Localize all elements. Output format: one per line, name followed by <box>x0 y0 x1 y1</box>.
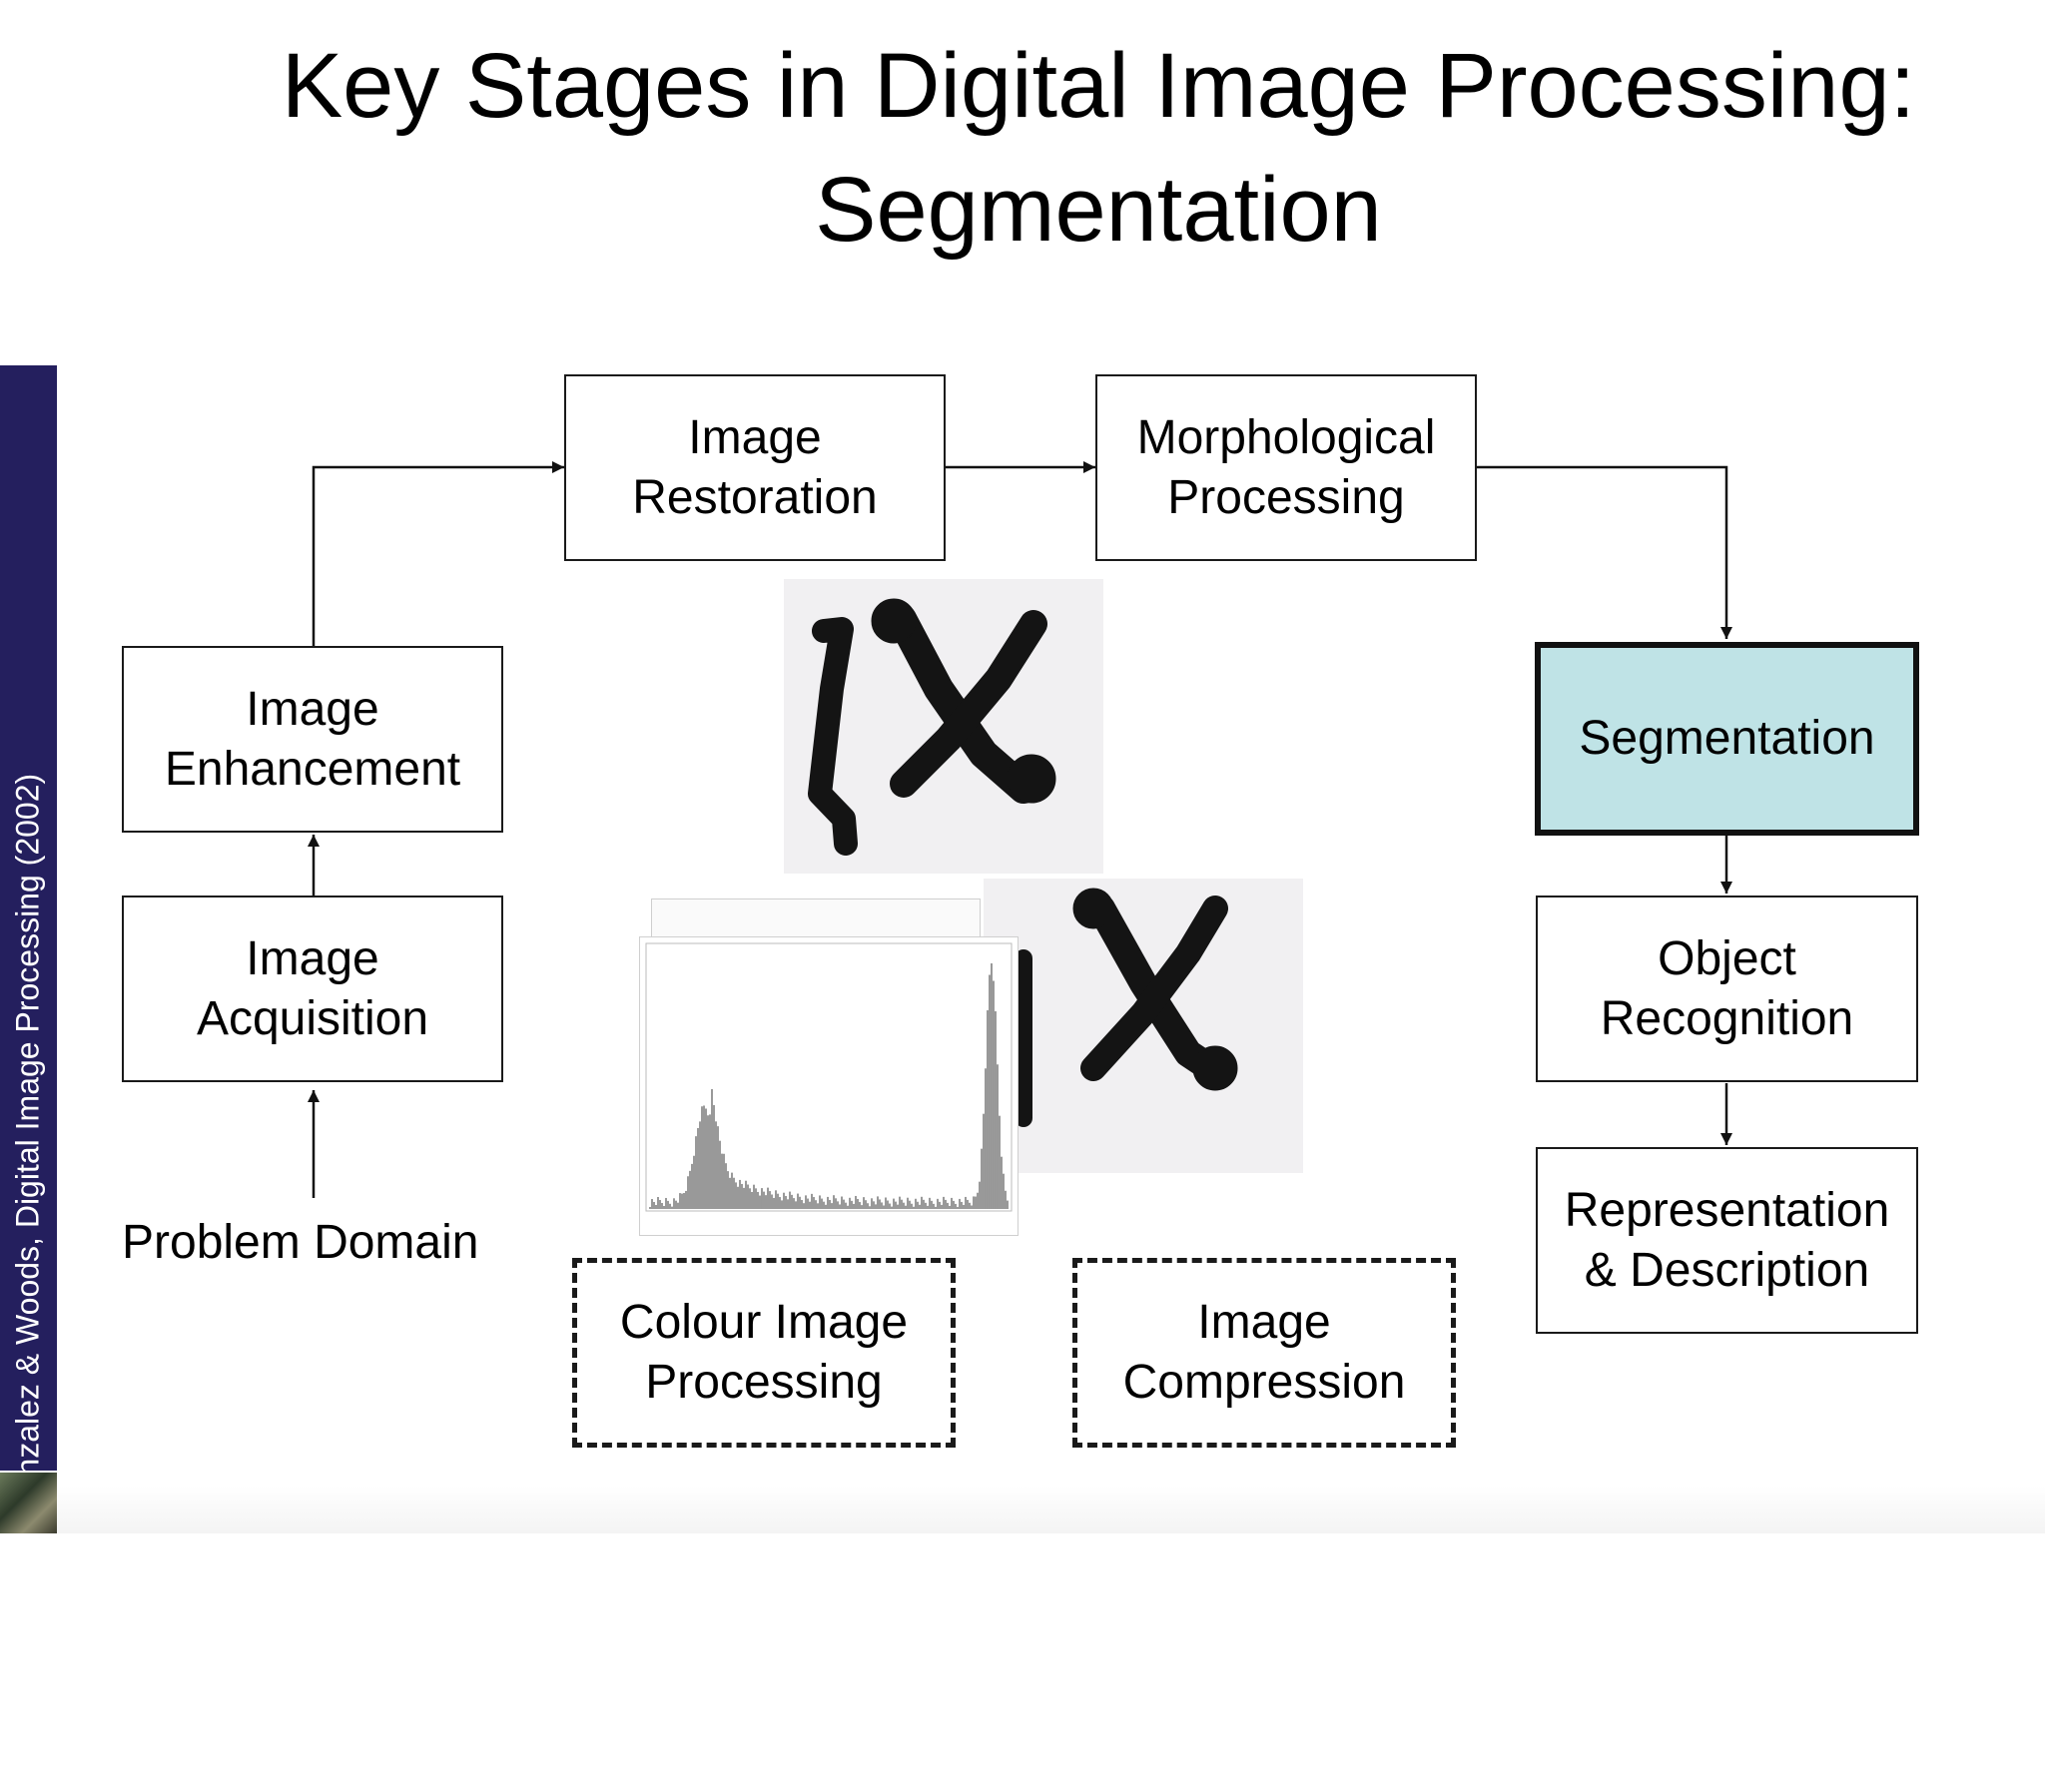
stage-label: Image Acquisition <box>196 931 429 1045</box>
corner-thumbnail <box>0 1473 57 1533</box>
page-title: Key Stages in Digital Image Processing: … <box>180 24 2017 272</box>
sample-image-x-noisy <box>784 579 1103 874</box>
arrow-morphological-to-segmentation <box>1477 465 1732 639</box>
title-line-1: Key Stages in Digital Image Processing: <box>281 35 1916 137</box>
sidebar-credit-bar: Images taken from Gonzalez & Woods, Digi… <box>0 365 57 1792</box>
stage-label: Object Recognition <box>1600 931 1854 1045</box>
stage-image-restoration: Image Restoration <box>564 374 946 561</box>
stage-colour-image-processing: Colour Image Processing <box>572 1258 956 1448</box>
stage-morphological-processing: Morphological Processing <box>1095 374 1477 561</box>
stage-representation-description: Representation & Description <box>1536 1147 1918 1334</box>
problem-domain-label: Problem Domain <box>122 1216 479 1269</box>
footer-band <box>57 1486 2045 1533</box>
stage-label: Colour Image Processing <box>619 1296 909 1409</box>
stage-image-enhancement: Image Enhancement <box>122 646 503 833</box>
stage-object-recognition: Object Recognition <box>1536 896 1918 1082</box>
stage-image-acquisition: Image Acquisition <box>122 896 503 1082</box>
stage-label: Segmentation <box>1579 712 1875 765</box>
stage-image-compression: Image Compression <box>1072 1258 1456 1448</box>
stage-label: Image Restoration <box>632 410 878 524</box>
stage-segmentation-highlighted: Segmentation <box>1535 642 1919 836</box>
stage-label: Image Compression <box>1122 1296 1406 1409</box>
connector-arrows <box>308 461 1732 1198</box>
title-line-2: Segmentation <box>815 159 1382 261</box>
sample-image-x-segmented <box>984 879 1303 1173</box>
arrow-enhancement-to-restoration <box>312 461 564 646</box>
stage-label: Representation & Description <box>1564 1183 1890 1297</box>
stage-label: Image Enhancement <box>164 682 461 796</box>
histogram-plot <box>639 936 1019 1236</box>
stage-label: Morphological Processing <box>1136 410 1436 524</box>
